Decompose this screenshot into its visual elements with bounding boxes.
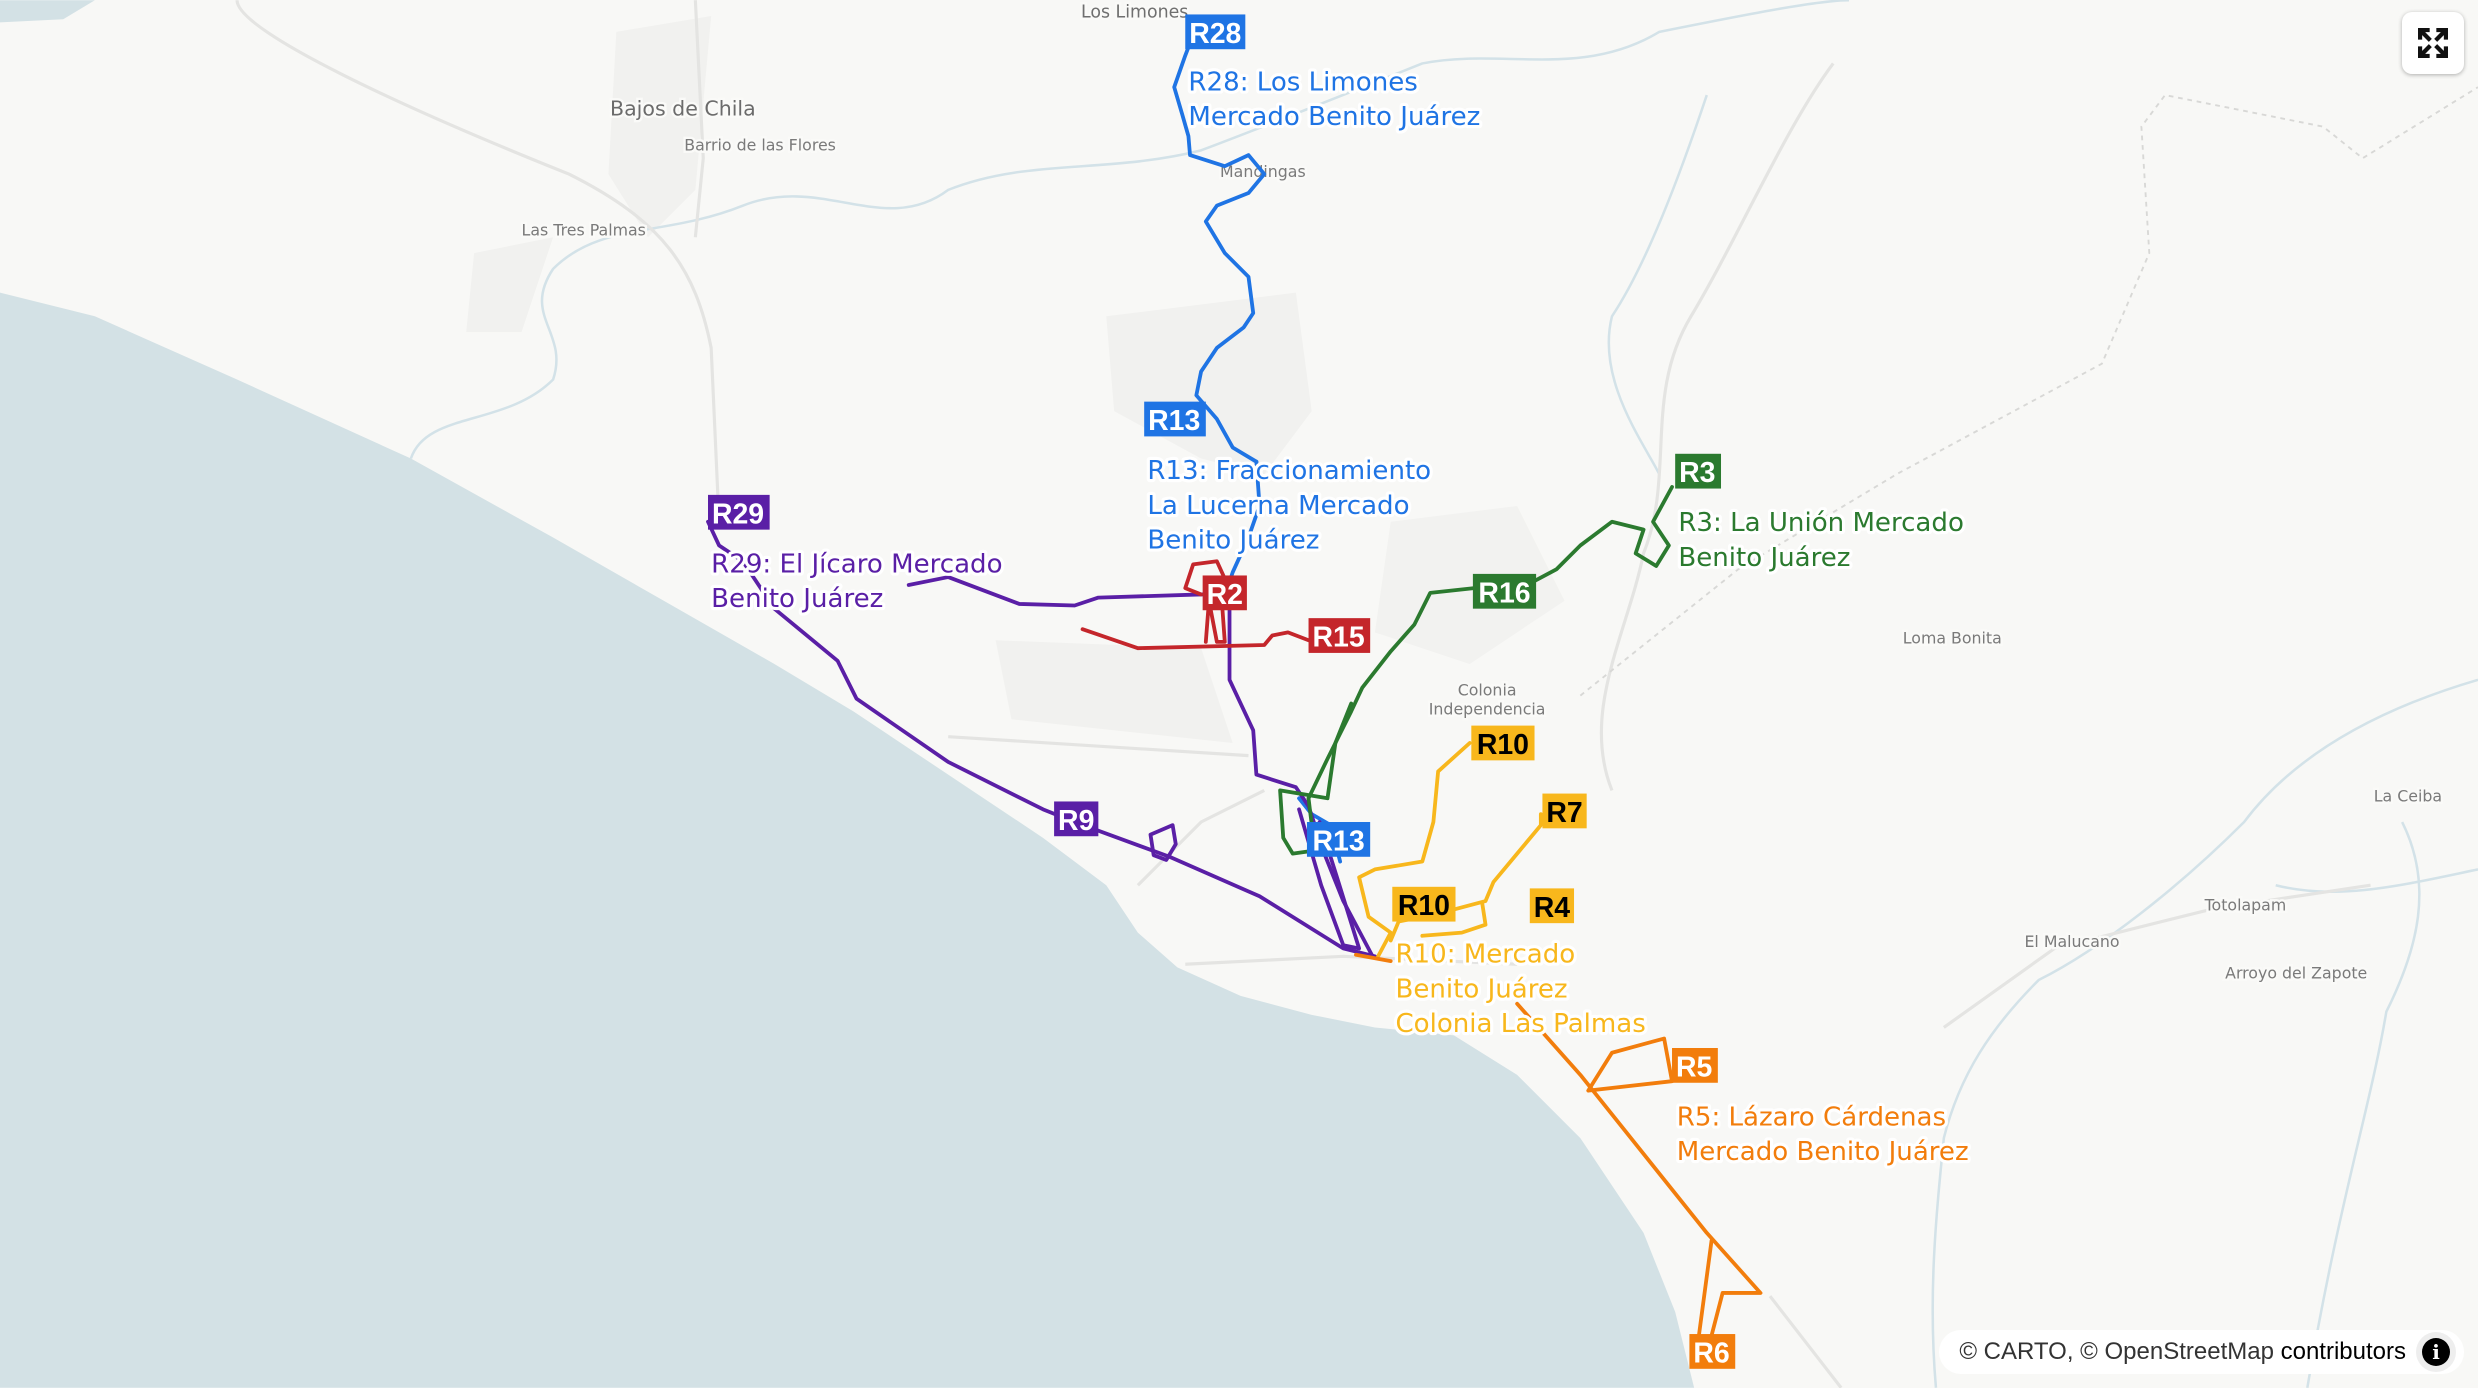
place-totolapam: Totolapam	[2204, 896, 2287, 915]
r10-desc-line2: Benito Juárez	[1395, 974, 1567, 1004]
svg-text:R4: R4	[1534, 892, 1571, 924]
expand-icon	[2418, 28, 2448, 58]
place-labels: Los Limones Bajos de Chila Barrio de las…	[519, 0, 2444, 985]
place-independencia: Independencia	[1429, 700, 1546, 719]
r28-desc-line1: R28: Los Limones	[1188, 67, 1417, 97]
badge-r9[interactable]: R9	[1054, 801, 1099, 837]
badge-r13-north[interactable]: R13	[1144, 401, 1206, 437]
place-el-malucano: El Malucano	[2024, 932, 2119, 951]
svg-text:R16: R16	[1478, 577, 1530, 609]
svg-text:R6: R6	[1693, 1337, 1729, 1369]
lagoon	[0, 0, 95, 23]
r5-desc-line2: Mercado Benito Juárez	[1677, 1137, 1969, 1167]
rivers	[409, 0, 2478, 1388]
r3-desc-line2: Benito Juárez	[1678, 543, 1850, 573]
route-r6-line[interactable]	[1696, 1238, 1714, 1338]
place-la-ceiba: La Ceiba	[2374, 786, 2442, 805]
route-lines[interactable]	[706, 33, 1763, 1338]
route-r4-line[interactable]	[1420, 902, 1488, 938]
route-r28-line[interactable]	[1172, 33, 1267, 464]
svg-text:R2: R2	[1207, 579, 1243, 611]
attribution-contributors: contributors	[2280, 1338, 2406, 1365]
svg-text:R15: R15	[1312, 622, 1364, 654]
svg-text:R7: R7	[1546, 797, 1582, 829]
route-descriptions: R28: Los Limones Mercado Benito Juárez R…	[708, 64, 1972, 1170]
r29-desc-line1: R29: El Jícaro Mercado	[711, 549, 1002, 579]
route-r15-line[interactable]	[1080, 627, 1311, 651]
r28-desc-line2: Mercado Benito Juárez	[1188, 102, 1480, 132]
badge-r29[interactable]: R29	[708, 494, 770, 530]
route-r10-line[interactable]	[1357, 741, 1472, 959]
svg-text:R13: R13	[1312, 825, 1364, 857]
r5-desc-line1: R5: Lázaro Cárdenas	[1677, 1102, 1946, 1132]
badge-r4[interactable]: R4	[1529, 888, 1575, 924]
svg-text:R13: R13	[1148, 405, 1200, 437]
route-r10-end-line[interactable]	[1354, 952, 1393, 963]
roads	[235, 0, 2478, 1388]
route-r5-loop[interactable]	[1586, 1036, 1674, 1093]
place-los-limones: Los Limones	[1081, 3, 1188, 23]
svg-text:R10: R10	[1398, 890, 1450, 922]
badge-r2[interactable]: R2	[1202, 575, 1247, 611]
svg-text:R29: R29	[712, 498, 764, 530]
badge-r3[interactable]: R3	[1675, 453, 1722, 489]
place-loma-bonita: Loma Bonita	[1903, 628, 2002, 647]
badge-r10-north[interactable]: R10	[1471, 725, 1535, 761]
fullscreen-button[interactable]	[2402, 12, 2464, 74]
r10-desc-line1: R10: Mercado	[1395, 940, 1575, 970]
place-arroyo-del-zapote: Arroyo del Zapote	[2225, 963, 2367, 982]
r13-desc-line2: La Lucerna Mercado	[1147, 491, 1409, 521]
badge-r13-south[interactable]: R13	[1306, 822, 1371, 857]
svg-text:R10: R10	[1477, 729, 1529, 761]
route-badges[interactable]: R28 R13 R29 R2 R15 R16 R3 R9 R13 R10 R7 …	[708, 14, 1736, 1369]
svg-text:R5: R5	[1676, 1051, 1713, 1083]
svg-text:R9: R9	[1058, 805, 1094, 837]
ocean	[0, 292, 1695, 1388]
r13-desc-line3: Benito Juárez	[1147, 526, 1319, 556]
r3-desc-line1: R3: La Unión Mercado	[1678, 508, 1964, 538]
route-r9-loop[interactable]	[1148, 823, 1178, 862]
attribution: © CARTO, © OpenStreetMap contributors i	[1939, 1330, 2464, 1374]
svg-text:R3: R3	[1679, 457, 1715, 489]
place-las-tres-palmas: Las Tres Palmas	[522, 221, 646, 240]
badge-r15[interactable]: R15	[1308, 618, 1371, 654]
place-bajos-de-chila: Bajos de Chila	[610, 97, 756, 121]
route-r5-line[interactable]	[1515, 1001, 1763, 1338]
route-r16-line[interactable]	[1306, 485, 1674, 801]
badge-r10-south[interactable]: R10	[1392, 886, 1456, 922]
r10-desc-line3: Colonia Las Palmas	[1395, 1009, 1645, 1039]
badge-r6[interactable]: R6	[1689, 1334, 1736, 1369]
badge-r16[interactable]: R16	[1472, 573, 1537, 609]
svg-text:R28: R28	[1189, 18, 1241, 50]
place-barrio-de-las-flores: Barrio de las Flores	[684, 135, 836, 154]
info-icon: i	[2422, 1338, 2450, 1366]
attribution-text[interactable]: © CARTO, © OpenStreetMap	[1959, 1338, 2274, 1365]
badge-r28[interactable]: R28	[1185, 14, 1246, 50]
badge-r7[interactable]: R7	[1542, 793, 1587, 829]
route-r29-line[interactable]	[706, 519, 1377, 959]
attribution-info-button[interactable]: i	[2416, 1332, 2456, 1372]
place-colonia: Colonia	[1458, 681, 1517, 700]
r13-desc-line1: R13: Fraccionamiento	[1147, 456, 1431, 486]
r29-desc-line2: Benito Juárez	[711, 584, 883, 614]
badge-r5[interactable]: R5	[1672, 1048, 1718, 1083]
route-r29-loop-line[interactable]	[1297, 807, 1362, 951]
